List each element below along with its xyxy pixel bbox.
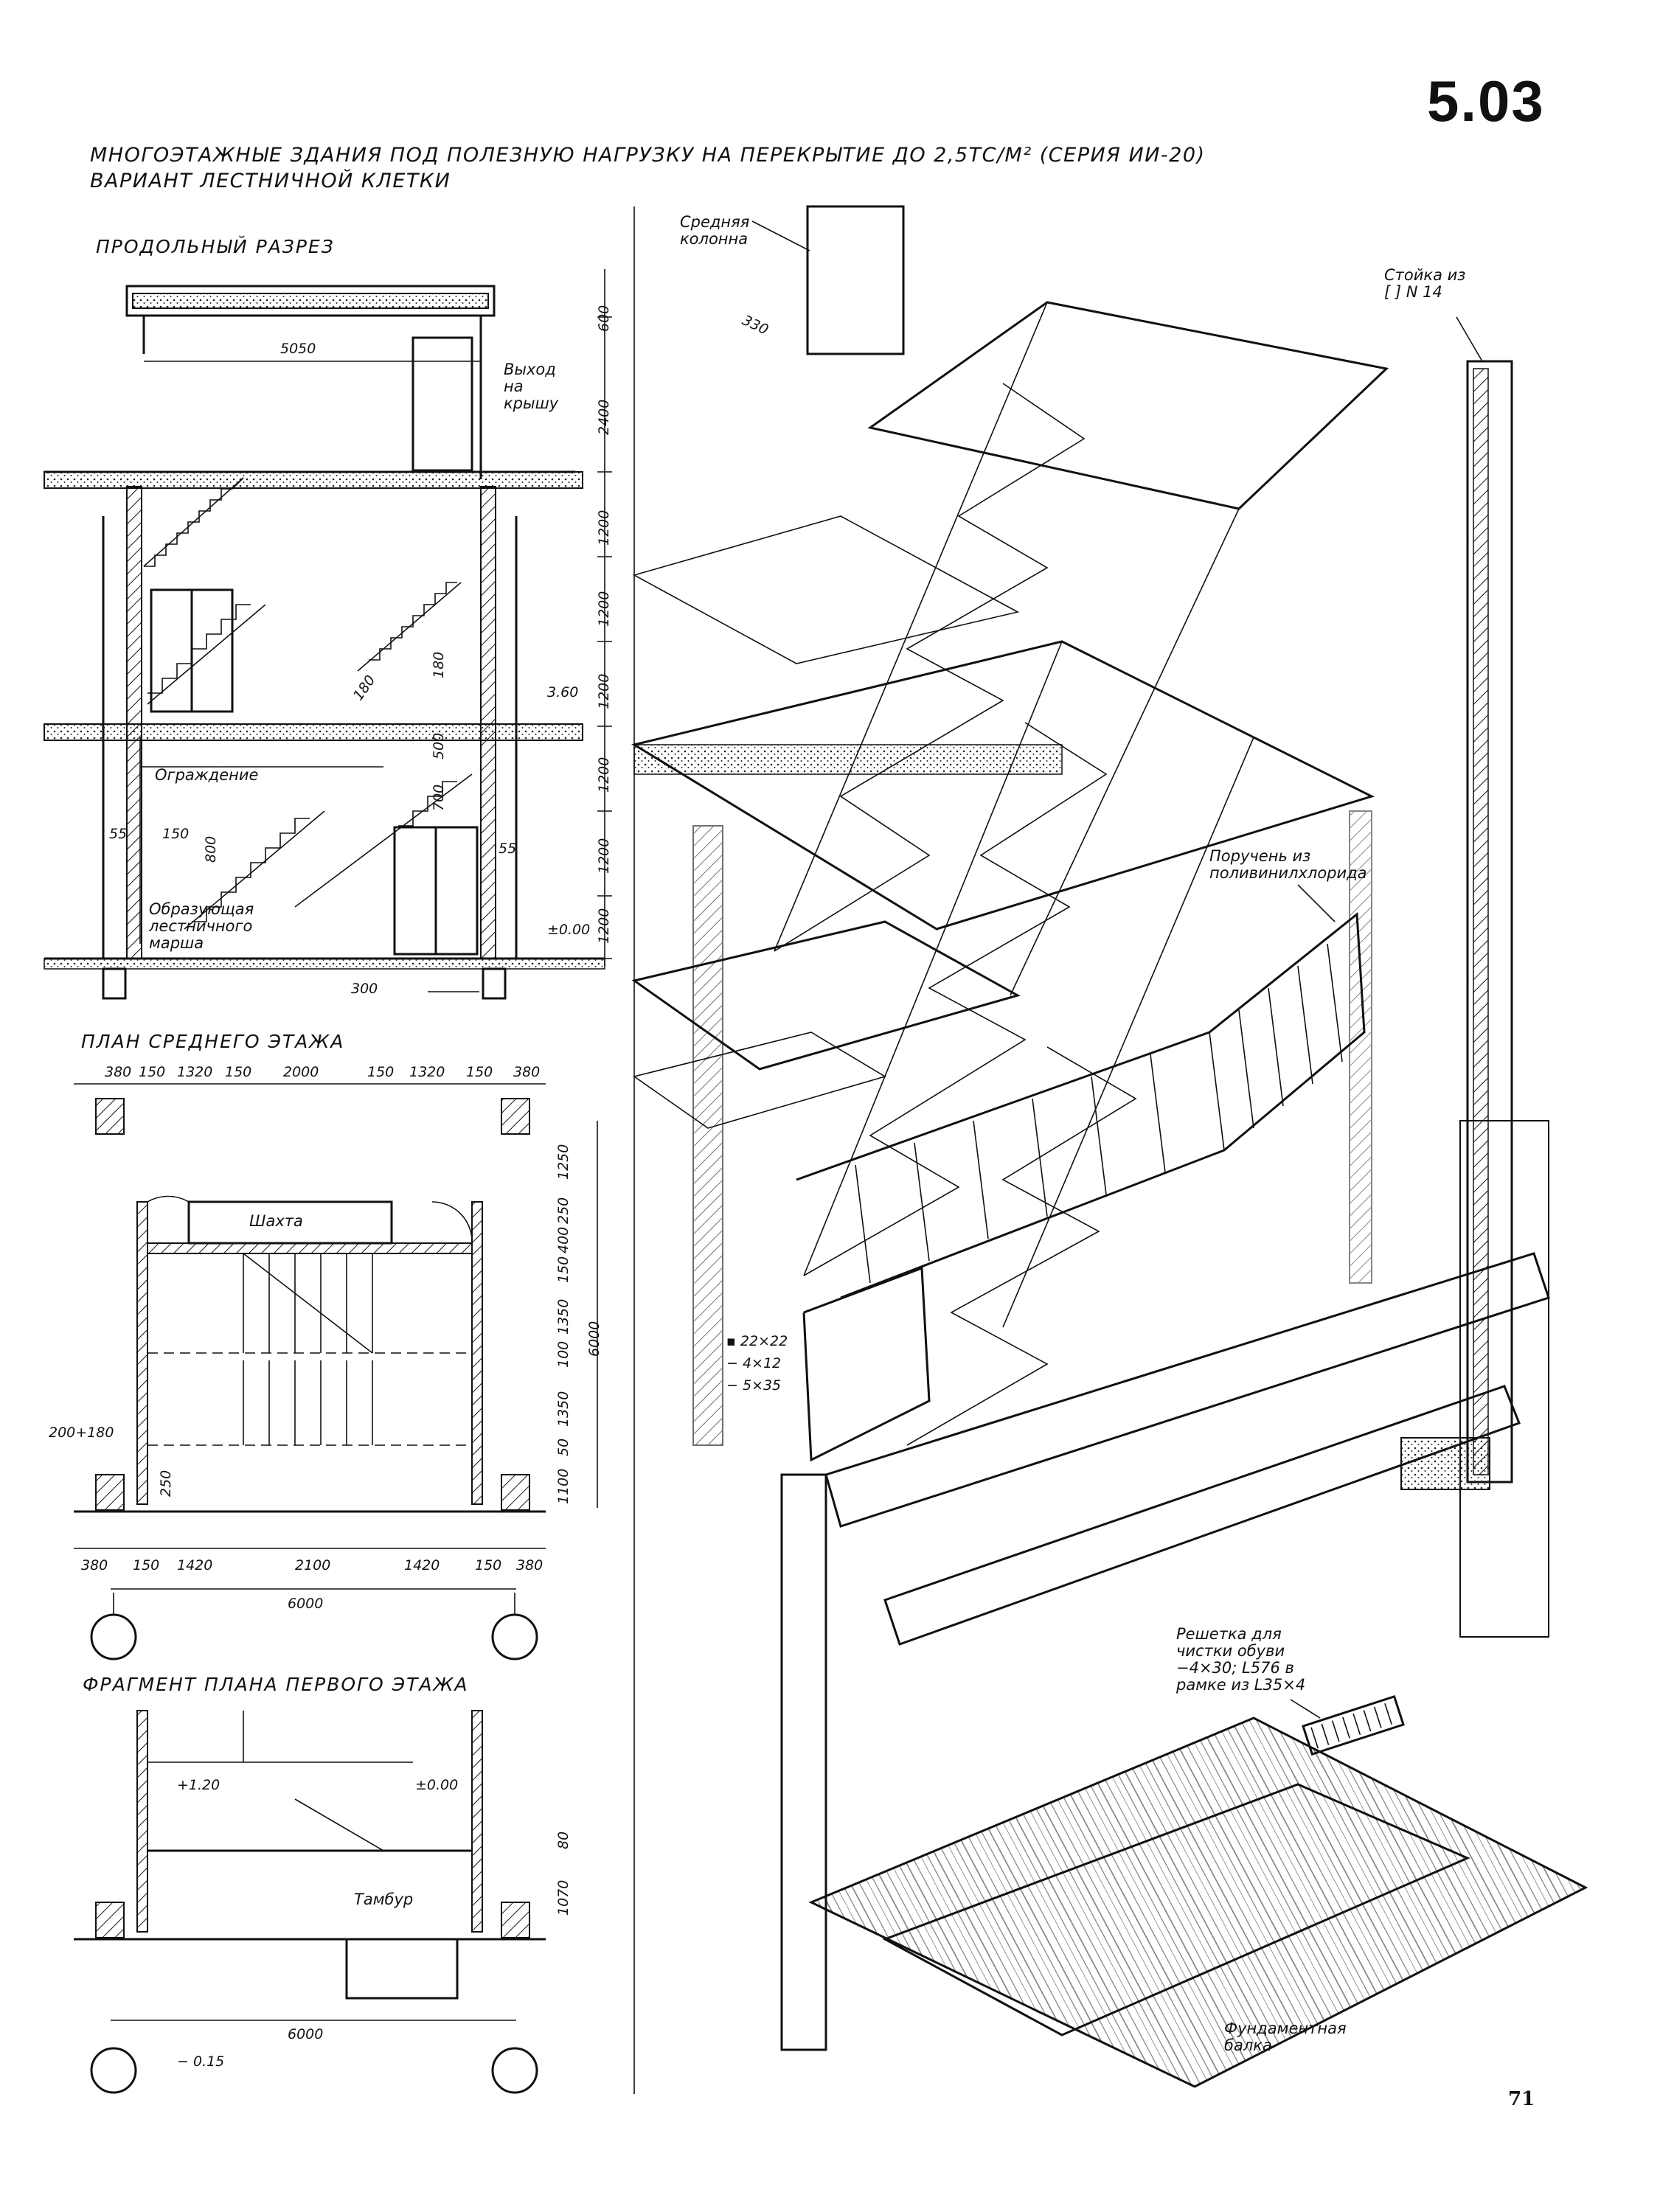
sheet-number: 5.03 [1427,69,1545,133]
size-4x12: − 4×12 [726,1355,782,1371]
dim-200-180: 200+180 [49,1425,114,1441]
isometric-view [631,205,1588,2094]
right-dim-5: 1200 [596,673,612,709]
dim-55-right: 55 [499,841,517,857]
longitudinal-section [44,269,612,1000]
title-line-1: МНОГОЭТАЖНЫЕ ЗДАНИЯ ПОД ПОЛЕЗНУЮ НАГРУЗК… [90,144,1206,167]
dim-250: 250 [158,1470,174,1497]
level-plus-minus-0: ±0.00 [415,1777,459,1793]
dim-150: 150 [162,826,190,842]
plan-right-dim-3: 400 [555,1226,572,1253]
dim-55-left: 55 [109,826,128,842]
dim-180: 180 [431,651,447,678]
bottom-overall-dim: 6000 [288,1596,324,1612]
first-plan-overall-dim: 6000 [288,2026,324,2042]
label-middle-column: Средняя колонна [680,213,750,248]
top-dim-8: 150 [466,1064,493,1080]
top-dim-5: 2000 [283,1064,319,1080]
dim-800: 800 [203,835,219,863]
right-dim-8: 1200 [596,908,612,944]
level-0-00: ±0.00 [547,922,591,938]
middle-plan-title: ПЛАН СРЕДНЕГО ЭТАЖА [81,1031,345,1052]
dim-700: 700 [431,784,447,811]
top-dim-7: 1320 [409,1064,445,1080]
right-dim-6: 1200 [596,757,612,793]
plan-right-dim-9: 1100 [555,1468,572,1504]
level-1-20: +1.20 [177,1777,220,1793]
bottom-dim-7: 380 [516,1557,544,1573]
dim-80: 80 [555,1831,572,1849]
plan-right-dim-5: 1350 [555,1298,572,1335]
bottom-dim-6: 150 [475,1557,502,1573]
plan-right-dim-8: 50 [555,1438,572,1456]
first-floor-plan [74,1710,546,2094]
label-shoe-grate: Решетка для чистки обуви −4×30; L576 в р… [1176,1625,1306,1694]
plan-overall-dim: 6000 [586,1321,602,1357]
top-dim-1: 380 [105,1064,132,1080]
bottom-dim-3: 1420 [177,1557,213,1573]
dim-5050: 5050 [280,341,316,357]
label-channel-post: Стойка из [ ] N 14 [1384,266,1466,301]
first-plan-title: ФРАГМЕНТ ПЛАНА ПЕРВОГО ЭТАЖА [83,1674,469,1695]
level-3-60: 3.60 [547,684,579,700]
bottom-dim-5: 1420 [404,1557,440,1573]
plan-right-dim-6: 100 [555,1340,572,1368]
section-title: ПРОДОЛЬНЫЙ РАЗРЕЗ [96,236,335,257]
title-line-2: ВАРИАНТ ЛЕСТНИЧНОЙ КЛЕТКИ [90,170,451,192]
plan-right-dim-1: 1250 [555,1144,572,1180]
middle-floor-plan [74,1083,598,1660]
top-dim-4: 150 [225,1064,252,1080]
right-dim-2: 2400 [596,399,612,435]
right-dim-7: 1200 [596,838,612,874]
plan-right-dim-7: 1350 [555,1391,572,1427]
right-dim-1: 600 [596,305,612,332]
dim-500: 500 [431,732,447,759]
bottom-dim-2: 150 [133,1557,160,1573]
top-dim-6: 150 [367,1064,395,1080]
size-22x22: ▪ 22×22 [726,1333,788,1349]
dim-1070: 1070 [555,1879,572,1916]
bottom-dim-1: 380 [81,1557,108,1573]
right-dim-3: 1200 [596,509,612,546]
level-minus-0-15: − 0.15 [177,2053,225,2070]
label-foundation-beam: Фундаментная балка [1224,2020,1347,2054]
label-stringer: Образующая лестничного марша [149,900,254,952]
label-shaft: Шахта [249,1212,303,1230]
top-dim-9: 380 [513,1064,541,1080]
top-dim-3: 1320 [177,1064,213,1080]
plan-right-dim-2: 250 [555,1197,572,1224]
top-dim-2: 150 [139,1064,166,1080]
right-dim-4: 1200 [596,591,612,627]
dim-300: 300 [351,981,378,997]
size-5x35: − 5×35 [726,1377,782,1394]
label-vestibule: Тамбур [354,1891,414,1908]
label-roof-exit: Выход на крышу [504,361,559,412]
page-number: 71 [1508,2088,1535,2110]
label-fence: Ограждение [155,766,259,784]
plan-right-dim-4: 150 [555,1256,572,1283]
bottom-dim-4: 2100 [295,1557,331,1573]
label-pvc-handrail: Поручень из поливинилхлорида [1209,847,1367,882]
